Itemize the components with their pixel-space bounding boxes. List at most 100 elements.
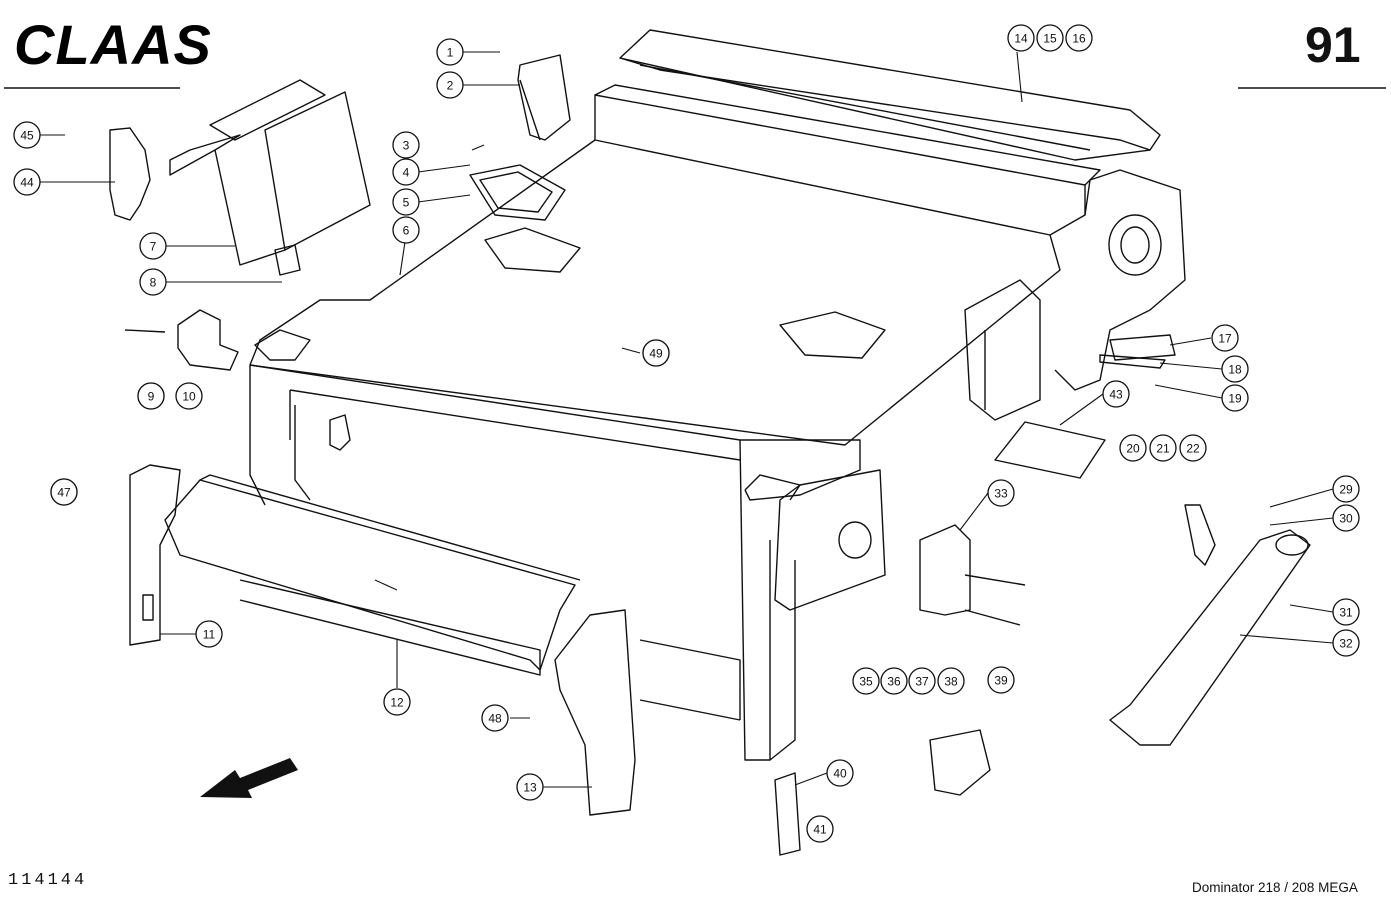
link-part [1184, 504, 1216, 566]
callout-label: 40 [833, 767, 847, 781]
side-plate-part [169, 79, 371, 276]
callout-30: 30 [1332, 504, 1360, 532]
callout-label: 2 [447, 79, 454, 93]
callout-32: 32 [1332, 629, 1360, 657]
callout-12: 12 [383, 688, 411, 716]
callout-45: 45 [13, 121, 41, 149]
callout-48: 48 [481, 704, 509, 732]
callout-43: 43 [1102, 380, 1130, 408]
main-frame-part [249, 84, 1186, 761]
callout-label: 47 [57, 486, 71, 500]
callout-36: 36 [880, 667, 908, 695]
callout-label: 12 [390, 696, 404, 710]
callout-3: 3 [392, 131, 420, 159]
callout-label: 29 [1339, 483, 1353, 497]
callout-20: 20 [1119, 434, 1147, 462]
callout-22: 22 [1179, 434, 1207, 462]
callout-8: 8 [139, 268, 167, 296]
callout-label: 33 [994, 487, 1008, 501]
front-panel-part [164, 474, 581, 676]
bolt-part [124, 329, 166, 333]
callout-19: 19 [1221, 384, 1249, 412]
callout-label: 38 [944, 675, 958, 689]
model-name: Dominator 218 / 208 MEGA [1192, 880, 1358, 895]
callout-label: 45 [20, 129, 34, 143]
direction-arrow-icon [200, 758, 298, 798]
callout-label: 6 [403, 224, 410, 238]
callout-1: 1 [436, 38, 464, 66]
drawing-number: 114144 [8, 871, 88, 890]
callout-15: 15 [1036, 24, 1064, 52]
callout-label: 21 [1156, 442, 1170, 456]
callout-10: 10 [175, 382, 203, 410]
callout-label: 11 [203, 628, 216, 642]
callout-4: 4 [392, 158, 420, 186]
gasket-part [469, 164, 566, 221]
plate-18-part [1099, 354, 1166, 369]
callout-label: 13 [523, 781, 537, 795]
callout-7: 7 [139, 232, 167, 260]
callout-38: 38 [937, 667, 965, 695]
callout-44: 44 [13, 168, 41, 196]
brand-logo: CLAAS [14, 13, 212, 76]
block-part [177, 309, 239, 371]
callout-9: 9 [137, 382, 165, 410]
plate-17-part [1109, 334, 1176, 361]
callout-label: 4 [403, 166, 410, 180]
callout-21: 21 [1149, 434, 1177, 462]
callout-label: 35 [859, 675, 873, 689]
callout-label: 3 [403, 139, 410, 153]
callout-label: 48 [488, 712, 502, 726]
callout-label: 41 [813, 823, 827, 837]
callout-31: 31 [1332, 598, 1360, 626]
callout-label: 19 [1228, 392, 1242, 406]
callout-49: 49 [642, 339, 670, 367]
callout-label: 49 [649, 347, 663, 361]
top-cover-part [619, 29, 1161, 161]
page-number: 91 [1305, 17, 1361, 73]
callout-2: 2 [436, 71, 464, 99]
callout-39: 39 [987, 666, 1015, 694]
callout-13: 13 [516, 773, 544, 801]
callout-label: 20 [1126, 442, 1140, 456]
bracket-part [109, 127, 151, 221]
plate-43-part [994, 421, 1106, 479]
side-post-right-part [554, 609, 636, 816]
callout-label: 36 [887, 675, 901, 689]
callout-17: 17 [1211, 324, 1239, 352]
callout-35: 35 [852, 667, 880, 695]
tube-part [1109, 529, 1311, 746]
callout-29: 29 [1332, 475, 1360, 503]
callout-label: 37 [915, 675, 929, 689]
callout-label: 8 [150, 276, 157, 290]
handle-part [517, 54, 571, 141]
callout-label: 32 [1339, 637, 1353, 651]
callout-label: 39 [994, 674, 1008, 688]
callout-label: 9 [148, 390, 155, 404]
callout-6: 6 [392, 216, 420, 244]
callout-label: 31 [1339, 606, 1353, 620]
callout-label: 15 [1043, 32, 1057, 46]
callout-47: 47 [50, 478, 78, 506]
callout-label: 30 [1339, 512, 1353, 526]
callout-label: 7 [150, 240, 157, 254]
callout-label: 18 [1228, 363, 1242, 377]
bracket-33-part [919, 524, 971, 616]
callout-label: 17 [1218, 332, 1232, 346]
callout-label: 1 [447, 46, 454, 60]
callout-label: 16 [1072, 32, 1086, 46]
callout-5: 5 [392, 188, 420, 216]
callout-37: 37 [908, 667, 936, 695]
callout-label: 14 [1014, 32, 1028, 46]
callout-label: 5 [403, 196, 410, 210]
callout-label: 44 [20, 176, 34, 190]
callout-14: 14 [1007, 24, 1035, 52]
callout-40: 40 [826, 759, 854, 787]
callout-label: 10 [182, 390, 196, 404]
callout-16: 16 [1065, 24, 1093, 52]
side-post-left-part [129, 464, 181, 646]
callout-label: 22 [1186, 442, 1200, 456]
